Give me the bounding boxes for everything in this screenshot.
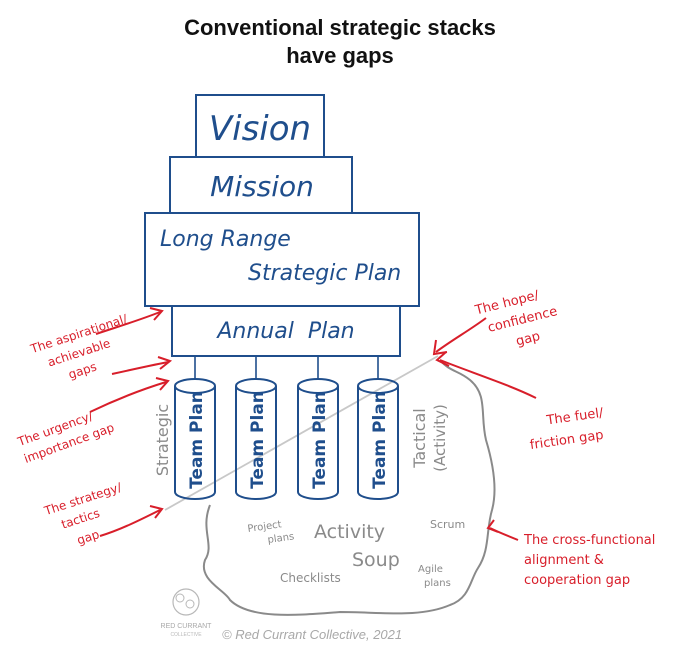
aspirational-arrow-up bbox=[95, 311, 161, 335]
strategy-gap-annotation: The strategy/ tactics gap bbox=[42, 480, 124, 548]
scrum-label: Scrum bbox=[430, 518, 465, 531]
annual-plan-label: Annual Plan bbox=[215, 319, 354, 344]
cross-gap-line-3: cooperation gap bbox=[524, 573, 630, 588]
team-plan-cylinder-2: Team Plan bbox=[235, 378, 277, 500]
team-plan-label-4: Team Plan bbox=[370, 391, 390, 489]
team-plan-cylinder-1: Team Plan bbox=[174, 378, 216, 500]
aspirational-gap-annotation: The aspirational/ achievable gaps bbox=[28, 311, 130, 381]
team-plan-label-2: Team Plan bbox=[248, 391, 268, 489]
logo-text-line-2: COLLECTIVE bbox=[170, 632, 202, 638]
urgency-arrowhead bbox=[155, 377, 170, 391]
vision-label: Vision bbox=[209, 109, 311, 149]
aspirational-arrow-down bbox=[111, 361, 169, 375]
aspirational-arrowhead-up bbox=[149, 307, 164, 321]
hope-gap-annotation: The hope/ confidence gap bbox=[473, 288, 559, 350]
fuel-arrow bbox=[439, 359, 537, 399]
long-range-label-2: Strategic Plan bbox=[248, 261, 401, 286]
fuel-gap-line-2: friction gap bbox=[529, 428, 605, 453]
hope-arrow bbox=[435, 317, 487, 353]
cross-gap-line-1: The cross-functional bbox=[523, 533, 655, 548]
activity-soup-label-2: Soup bbox=[352, 549, 400, 571]
copyright-text: © Red Currant Collective, 2021 bbox=[222, 627, 403, 642]
cross-arrowhead bbox=[486, 519, 499, 533]
page-title: Conventional strategic stacks have gaps bbox=[0, 14, 680, 70]
hope-gap-line-3: gap bbox=[514, 329, 541, 349]
cross-gap-line-2: alignment & bbox=[524, 553, 604, 568]
strategy-arrow bbox=[99, 509, 161, 537]
project-plans-label-2: plans bbox=[267, 531, 295, 546]
team-plan-label-3: Team Plan bbox=[310, 391, 330, 489]
team-plan-cylinder-4: Team Plan bbox=[357, 378, 399, 500]
annual-plan-box bbox=[171, 305, 401, 357]
cross-gap-annotation: The cross-functional alignment & coopera… bbox=[523, 533, 655, 588]
aspirational-gap-line-3: gaps bbox=[67, 359, 99, 381]
long-range-label-1: Long Range bbox=[160, 227, 291, 252]
checklists-label: Checklists bbox=[280, 571, 341, 585]
strategy-gap-line-3: gap bbox=[75, 527, 101, 547]
title-line-2: have gaps bbox=[286, 43, 394, 68]
strategy-arrowhead bbox=[149, 505, 164, 519]
agile-plans-label-2: plans bbox=[424, 578, 451, 589]
team-plan-cylinder-3: Team Plan bbox=[297, 378, 339, 500]
activity-soup-label-1: Activity bbox=[314, 521, 385, 543]
project-plans-label-1: Project bbox=[247, 519, 282, 535]
activity-soup-cloud bbox=[202, 359, 496, 616]
hope-arrowhead bbox=[432, 339, 448, 356]
title-line-1: Conventional strategic stacks bbox=[184, 15, 496, 40]
strategic-label: Strategic bbox=[153, 404, 172, 476]
activity-label: (Activity) bbox=[431, 404, 449, 472]
fuel-gap-annotation: The fuel/ friction gap bbox=[529, 406, 605, 453]
urgency-gap-annotation: The urgency/ importance gap bbox=[15, 409, 116, 466]
mission-label: Mission bbox=[210, 170, 314, 203]
urgency-arrow bbox=[89, 381, 167, 413]
agile-plans-label-1: Agile bbox=[418, 564, 443, 575]
tactical-label: Tactical bbox=[410, 408, 429, 469]
aspirational-arrowhead-down bbox=[157, 356, 173, 370]
fuel-arrowhead bbox=[435, 351, 450, 367]
fuel-gap-line-1: The fuel/ bbox=[545, 406, 605, 429]
red-currant-logo: RED CURRANT COLLECTIVE bbox=[161, 588, 213, 638]
logo-text-line-1: RED CURRANT bbox=[161, 623, 213, 630]
team-plan-label-1: Team Plan bbox=[187, 391, 207, 489]
